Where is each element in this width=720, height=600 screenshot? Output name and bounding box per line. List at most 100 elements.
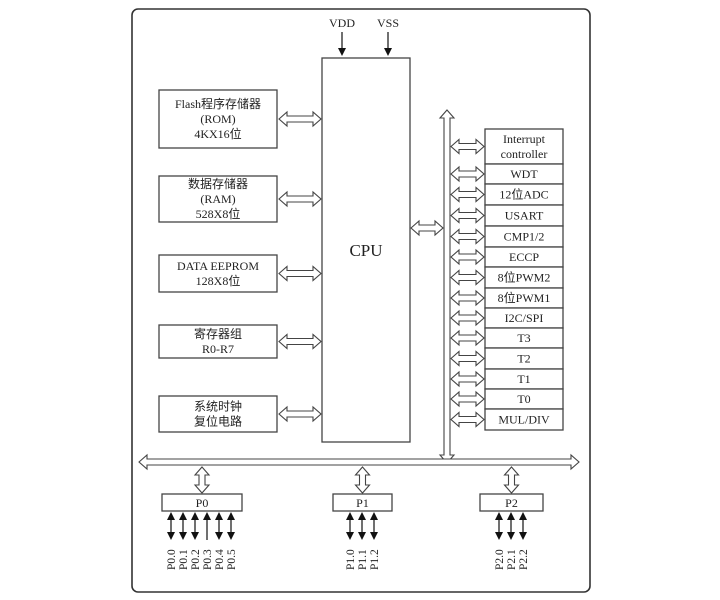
usart-label-line: USART — [505, 209, 544, 223]
flash-cpu-bus-arrow — [278, 110, 322, 128]
wdt-label-line: WDT — [510, 167, 538, 181]
pin-down-arrowhead — [358, 532, 366, 540]
pin-down-arrowhead — [191, 532, 199, 540]
p1-bus-arrow — [354, 466, 371, 494]
pin-up-arrowhead — [179, 512, 187, 520]
interrupt-label-line: controller — [501, 147, 548, 161]
pin-down-arrowhead — [215, 532, 223, 540]
peripheral-vertical-bus — [438, 109, 456, 464]
cmp-label-line: CMP1/2 — [504, 230, 545, 244]
adc-label-line: 12位ADC — [499, 187, 548, 202]
pin-P2-2: P2.2 — [518, 512, 530, 570]
buses — [138, 109, 580, 471]
interrupt-label-line: Interrupt — [503, 132, 546, 146]
pwm2-label-line: 8位PWM2 — [498, 270, 551, 285]
vss-label: VSS — [377, 16, 399, 30]
wdt-bus-arrow — [450, 165, 485, 183]
pin-up-arrowhead — [191, 512, 199, 520]
t2-label-line: T2 — [517, 352, 530, 366]
pin-up-arrowhead — [495, 512, 503, 520]
pwm2-bus-arrow — [450, 269, 485, 286]
memory-block-ram: 数据存储器(RAM)528X8位 — [158, 175, 322, 223]
pin-label: P1.2 — [369, 549, 381, 570]
pin-label: P1.1 — [357, 549, 369, 570]
p1-label: P1 — [356, 496, 369, 510]
p0-bus-arrow — [193, 466, 211, 494]
pin-P2-0: P2.0 — [494, 512, 506, 570]
outer-frame — [131, 8, 591, 593]
cpu-box — [321, 57, 411, 443]
peripheral-usart: USART — [450, 204, 564, 227]
t1-bus-arrow — [450, 370, 485, 388]
pin-down-arrowhead — [495, 532, 503, 540]
peripheral-adc: 12位ADC — [450, 183, 564, 206]
eeprom-box — [158, 254, 278, 293]
flash-box — [158, 89, 278, 149]
pin-up-arrowhead — [227, 512, 235, 520]
pin-up-arrowhead — [167, 512, 175, 520]
io-horizontal-bus — [138, 453, 580, 471]
i2c-bus-arrow — [450, 309, 485, 327]
p0-label: P0 — [196, 496, 209, 510]
eccp-label-line: ECCP — [509, 250, 539, 264]
ram-label-line: 数据存储器 — [188, 176, 248, 191]
pin-P0-1: P0.1 — [178, 512, 190, 570]
muldiv-bus-arrow — [450, 411, 485, 428]
peripheral-pwm2: 8位PWM2 — [450, 266, 564, 289]
peripheral-wdt: WDT — [450, 163, 564, 185]
t0-label-line: T0 — [517, 392, 530, 406]
p2-label: P2 — [505, 496, 518, 510]
peripheral-t0: T0 — [450, 388, 564, 410]
eeprom-label-line: DATA EEPROM — [177, 259, 259, 273]
pin-up-arrowhead — [358, 512, 366, 520]
pin-label: P2.2 — [518, 549, 530, 570]
peripheral-t3: T3 — [450, 327, 564, 349]
pin-down-arrowhead — [507, 532, 515, 540]
cmp-bus-arrow — [450, 228, 485, 245]
pin-down-arrowhead — [370, 532, 378, 540]
vdd-label: VDD — [329, 16, 355, 30]
pin-down-arrowhead — [519, 532, 527, 540]
ram-label-line: (RAM) — [200, 192, 235, 206]
pin-P1-0: P1.0 — [345, 512, 357, 570]
muldiv-box — [484, 408, 564, 431]
pin-label: P0.0 — [166, 549, 178, 570]
pin-P0-4: P0.4 — [214, 512, 226, 570]
cpu-peripheral-bus-arrow — [410, 219, 444, 237]
pin-P1-1: P1.1 — [357, 512, 369, 570]
p0-box — [161, 493, 243, 512]
clock-cpu-bus-arrow — [278, 405, 322, 423]
pin-P0-2: P0.2 — [190, 512, 202, 570]
peripheral-t2: T2 — [450, 347, 564, 370]
pin-up-arrowhead — [203, 512, 211, 520]
clock-box — [158, 395, 278, 433]
pin-P0-0: P0.0 — [166, 512, 178, 570]
pwm1-label-line: 8位PWM1 — [498, 290, 551, 305]
pin-up-arrowhead — [346, 512, 354, 520]
pin-P1-2: P1.2 — [369, 512, 381, 570]
peripheral-cmp: CMP1/2 — [450, 225, 564, 248]
peripheral-eccp: ECCP — [450, 246, 564, 268]
t2-bus-arrow — [450, 350, 485, 367]
clock-label-line: 系统时钟 — [194, 399, 242, 414]
memory-block-flash: Flash程序存储器(ROM)4KX16位 — [158, 89, 322, 149]
pin-label: P2.0 — [494, 549, 506, 570]
pin-P2-1: P2.1 — [506, 512, 518, 570]
ram-cpu-bus-arrow — [278, 190, 322, 208]
pin-label: P1.0 — [345, 549, 357, 570]
power-inputs: VDD VSS — [329, 16, 399, 56]
pin-up-arrowhead — [519, 512, 527, 520]
pwm1-bus-arrow — [450, 289, 485, 307]
pin-up-arrowhead — [215, 512, 223, 520]
t1-label-line: T1 — [517, 372, 530, 386]
registers-label-line: R0-R7 — [202, 342, 234, 356]
muldiv-label-line: MUL/DIV — [498, 413, 550, 427]
pin-down-arrowhead — [227, 532, 235, 540]
pin-label: P0.4 — [214, 549, 226, 570]
interrupt-bus-arrow — [450, 138, 485, 155]
